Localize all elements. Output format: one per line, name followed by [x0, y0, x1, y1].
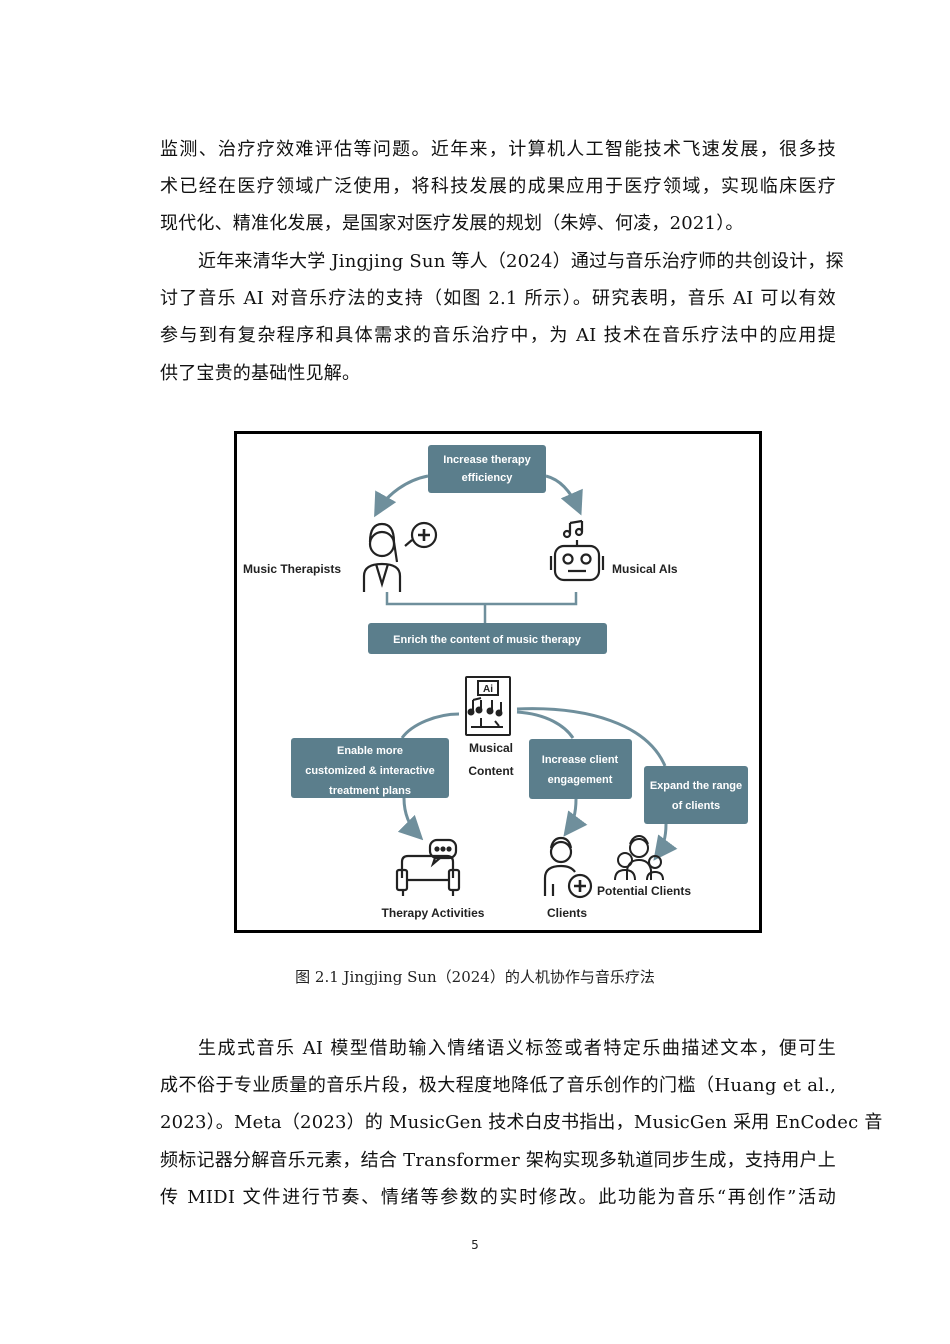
- ai-tag: Ai: [483, 684, 493, 695]
- box-enrich-content: [368, 623, 607, 654]
- paragraph-2-line-3: 参与到有复杂程序和具体需求的音乐治疗中，为 AI 技术在音乐疗法中的应用提: [160, 325, 836, 346]
- paragraph-2-line-1: 近年来清华大学 Jingjing Sun 等人（2024）通过与音乐治疗师的共创…: [198, 251, 844, 272]
- page-number: 5: [471, 1238, 479, 1252]
- label-clients: Clients: [547, 906, 587, 920]
- arrow-to-custom: [400, 712, 460, 739]
- box-increase-efficiency-line2: efficiency: [462, 472, 514, 484]
- label-potential-clients: Potential Clients: [597, 884, 691, 898]
- box-client-engagement-line2: engagement: [548, 774, 613, 786]
- box-customized-plans-line3: treatment plans: [329, 785, 411, 797]
- robot-icon: [549, 519, 605, 582]
- paragraph-3-line-2: 成不俗于专业质量的音乐片段，极大程度地降低了音乐创作的门槛（Huang et a…: [160, 1075, 836, 1096]
- figure-caption: 图 2.1 Jingjing Sun（2024）的人机协作与音乐疗法: [295, 968, 655, 986]
- box-expand-range: [644, 766, 748, 824]
- figure-2-1: Increase therapy efficiency Music Therap…: [234, 431, 762, 933]
- label-therapy-activities: Therapy Activities: [382, 906, 485, 920]
- paragraph-3-line-3: 2023）。Meta（2023）的 MusicGen 技术白皮书指出，Music…: [160, 1112, 883, 1133]
- paragraph-2-line-4: 供了宝贵的基础性见解。: [160, 363, 361, 384]
- label-content: Content: [468, 764, 513, 778]
- paragraph-3-line-4: 频标记器分解音乐元素，结合 Transformer 架构实现多轨道同步生成，支持…: [160, 1150, 836, 1171]
- paragraph-1-line-3: 现代化、精准化发展，是国家对医疗发展的规划（朱婷、何凌，2021）。: [160, 213, 744, 234]
- box-expand-range-line2: of clients: [672, 800, 720, 812]
- music-document-icon: [465, 676, 511, 736]
- group-icon: [614, 834, 664, 881]
- arrow-to-engagement: [516, 710, 575, 739]
- box-client-engagement-line1: Increase client: [542, 754, 619, 766]
- label-musical: Musical: [469, 741, 513, 755]
- paragraph-3-line-1: 生成式音乐 AI 模型借助输入情绪语义标签或者特定乐曲描述文本，便可生: [198, 1038, 836, 1059]
- box-increase-efficiency-line1: Increase therapy: [443, 454, 531, 466]
- label-musical-ais: Musical AIs: [612, 562, 678, 576]
- box-increase-efficiency: [428, 445, 546, 493]
- box-client-engagement: [529, 739, 632, 799]
- arrow-to-range: [516, 707, 667, 767]
- figure-diagram: Increase therapy efficiency Music Therap…: [243, 445, 748, 920]
- box-customized-plans: [291, 738, 449, 798]
- arrow-to-therapists: [374, 474, 429, 518]
- label-music-therapists: Music Therapists: [243, 562, 341, 576]
- sofa-icon: [395, 838, 461, 896]
- paragraph-1-line-1: 监测、治疗疗效难评估等问题。近年来，计算机人工智能技术飞速发展，很多技: [160, 139, 836, 160]
- arrow-to-activities: [397, 797, 424, 841]
- arrow-to-potential: [653, 823, 678, 861]
- paragraph-2-line-2: 讨了音乐 AI 对音乐疗法的支持（如图 2.1 所示）。研究表明，音乐 AI 可…: [160, 288, 836, 309]
- paragraph-1-line-2: 术已经在医疗领域广泛使用，将科技发展的成果应用于医疗领域，实现临床医疗: [160, 176, 836, 197]
- box-enrich-content-text: Enrich the content of music therapy: [393, 634, 582, 646]
- paragraph-3-line-5: 传 MIDI 文件进行节奏、情绪等参数的实时修改。此功能为音乐“再创作”活动: [160, 1187, 836, 1208]
- box-expand-range-line1: Expand the range: [650, 780, 742, 792]
- client-icon: [543, 836, 593, 899]
- arrow-to-ais: [545, 474, 583, 516]
- box-customized-plans-line1: Enable more: [337, 745, 403, 757]
- arrow-to-clients: [563, 798, 588, 837]
- therapist-icon: [362, 521, 438, 592]
- box-customized-plans-line2: customized & interactive: [305, 765, 435, 777]
- connector-bracket: [385, 592, 578, 606]
